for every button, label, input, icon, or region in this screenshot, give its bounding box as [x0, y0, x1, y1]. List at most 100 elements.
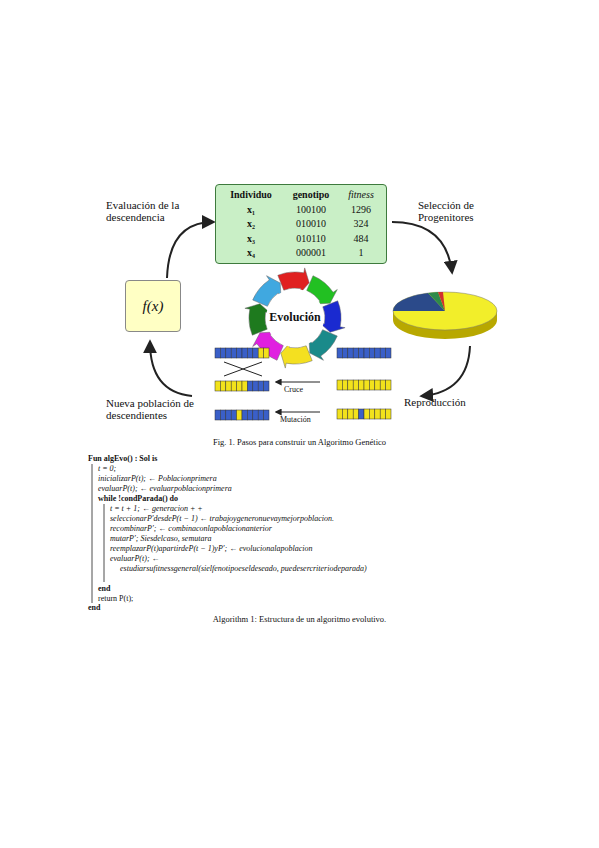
pie-slice: [428, 292, 445, 311]
table-cell: 000001: [283, 246, 339, 260]
cycle-arrow: [167, 222, 213, 278]
cycle-arrow: [150, 342, 192, 396]
block-bar: [92, 464, 93, 603]
gene-cell: [375, 348, 380, 358]
gene-cell: [237, 381, 242, 391]
gene-cell: [369, 348, 374, 358]
gene-cell: [242, 381, 247, 391]
algorithm-line: evaluarP(t); ←: [110, 554, 160, 563]
gene-cell: [364, 409, 369, 419]
gene-cell: [359, 380, 364, 390]
gene-cell: [359, 348, 364, 358]
table-cell: x₃: [219, 232, 283, 246]
algorithm-line: t = 0;: [98, 464, 116, 473]
algorithm-line: while !condParada() do: [98, 494, 178, 503]
gene-cell: [215, 410, 220, 420]
gene-cell: [375, 409, 380, 419]
gene-cell: [364, 380, 369, 390]
gene-cell: [247, 410, 252, 420]
table-cell: x₄: [219, 246, 283, 260]
table-cell: x₂: [219, 217, 283, 231]
gene-cell: [264, 381, 269, 391]
gene-cell: [380, 409, 385, 419]
gene-cell: [264, 410, 269, 420]
gene-cell: [348, 348, 353, 358]
gene-cell: [369, 409, 374, 419]
gene-cell: [253, 348, 258, 358]
algorithm-line: inicializarP(t); ← Poblacionprimera: [98, 474, 217, 483]
gene-cell: [364, 348, 369, 358]
cross-line: [224, 362, 262, 376]
gene-cell: [380, 380, 385, 390]
stage-label: Nueva población de descendientes: [106, 397, 200, 421]
fitness-function-box: f(x): [125, 280, 181, 332]
gene-cell: [348, 409, 353, 419]
gene-cell: [231, 348, 236, 358]
table-cell: 484: [339, 232, 383, 246]
gene-cell: [237, 410, 242, 420]
fitness-table: Individuogenotipofitnessx₁1001001296x₂01…: [215, 184, 387, 264]
node-text: f(x): [143, 298, 164, 315]
gene-cell: [337, 409, 342, 419]
gene-cell: [253, 410, 258, 420]
gene-cell: [220, 381, 225, 391]
algorithm-line: return P(t);: [98, 594, 133, 603]
algorithm-line: recombinarP′; ← combinaconlapoblacionant…: [110, 524, 272, 533]
operator-label: Mutación: [280, 414, 328, 426]
gene-cell: [231, 381, 236, 391]
gene-cell: [258, 381, 263, 391]
gene-cell: [258, 410, 263, 420]
table-cell: 324: [339, 217, 383, 231]
stage-label: Reproducción: [404, 396, 484, 408]
mutation-arrow: [276, 412, 320, 413]
gene-cell: [386, 380, 391, 390]
gene-cell: [369, 380, 374, 390]
gene-cell: [353, 380, 358, 390]
gene-cell: [231, 410, 236, 420]
operator-label: Cruce: [284, 384, 324, 396]
pie-slice: [438, 292, 445, 311]
algorithm-line: Fun algEvo() : Sol is: [88, 454, 157, 463]
gene-cell: [220, 348, 225, 358]
gene-cell: [359, 409, 364, 419]
table-cell: 1: [339, 246, 383, 260]
gene-cell: [215, 348, 220, 358]
gene-cell: [386, 348, 391, 358]
algorithm-line: seleccionarP′desdeP(t − 1) ← trabajoygen…: [110, 514, 334, 523]
gene-cell: [253, 381, 258, 391]
cross-line: [224, 362, 262, 376]
algorithm-line: end: [88, 603, 100, 612]
gene-cell: [353, 409, 358, 419]
cross-arrow: [276, 382, 320, 383]
gene-cell: [258, 348, 263, 358]
table-cell: 100100: [283, 203, 339, 217]
table-header: Individuo: [219, 188, 283, 202]
center-label: Evolución: [263, 311, 327, 323]
evolution-ring: [245, 268, 345, 368]
figure-caption: Fig. 1. Pasos para construir un Algoritm…: [0, 437, 599, 447]
gene-cell: [348, 380, 353, 390]
gene-cell: [342, 409, 347, 419]
algorithm-line: mutarP′; Siesdelcaso, semutara: [110, 534, 212, 543]
algorithm-line: t = t + 1; ← generacion + +: [110, 504, 203, 513]
gene-cell: [353, 348, 358, 358]
gene-cell: [226, 381, 231, 391]
gene-cell: [215, 381, 220, 391]
gene-cell: [264, 348, 269, 358]
gene-cell: [247, 348, 252, 358]
gene-cell: [337, 348, 342, 358]
chromosome-bars: [215, 348, 391, 420]
gene-cell: [242, 348, 247, 358]
cycle-arrow: [392, 222, 452, 272]
algorithm-line: reemplazarP(t)apartirdeP(t − 1)yP′; ← ev…: [110, 544, 313, 553]
edge-label: Evaluación de la descendencia: [106, 199, 198, 223]
gene-cell: [242, 410, 247, 420]
gene-cell: [220, 410, 225, 420]
algorithm-line: estudiarsufitnessgeneral(sielfenotipoese…: [120, 564, 367, 573]
table-cell: x₁: [219, 203, 283, 217]
stage-label: Selección de Progenitores: [418, 199, 498, 223]
gene-cell: [386, 409, 391, 419]
cycle-arrow: [422, 346, 470, 396]
gene-cell: [247, 381, 252, 391]
